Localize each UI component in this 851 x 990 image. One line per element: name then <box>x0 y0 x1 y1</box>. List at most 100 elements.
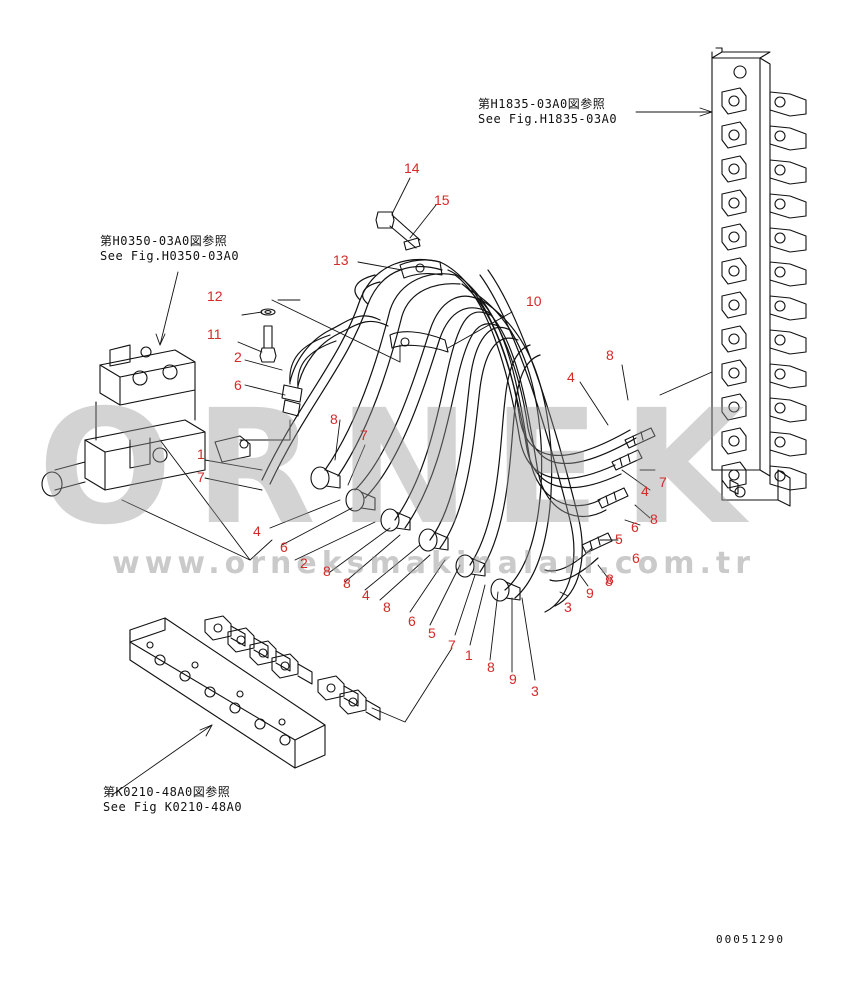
part-number-3: 3 <box>531 683 539 699</box>
watermark-url: www.orneksmakinalari.com.tr <box>112 546 756 581</box>
part-number-2: 2 <box>300 555 308 571</box>
part-number-6: 6 <box>280 539 288 555</box>
left-valve-block <box>41 344 251 497</box>
part-number-6: 6 <box>234 377 242 393</box>
part-number-3: 3 <box>564 599 572 615</box>
valve-connector <box>769 227 807 253</box>
part-number-10: 10 <box>526 293 542 309</box>
part-number-6: 6 <box>631 519 639 535</box>
valve-port-fitting <box>721 121 747 149</box>
part-number-12: 12 <box>207 288 223 304</box>
part-number-7: 7 <box>197 469 205 485</box>
part-number-13: 13 <box>333 252 349 268</box>
part-number-11: 11 <box>207 326 222 342</box>
part-number-4: 4 <box>362 587 370 603</box>
ref-left-en: See Fig.H0350-03A0 <box>100 249 240 263</box>
part-number-8: 8 <box>650 511 658 527</box>
valve-port-fitting <box>721 427 747 455</box>
valve-connector <box>769 91 807 117</box>
manifold-fitting <box>249 640 291 672</box>
part-number-6: 6 <box>408 613 416 629</box>
ref-left-jp: 第H0350-03A0図参照 <box>100 234 228 248</box>
valve-port-fitting <box>721 461 747 489</box>
ref-right-en: See Fig.H1835-03A0 <box>478 112 618 126</box>
bottom-manifold <box>129 617 326 769</box>
ref-caption-bottom: 第K0210-48A0図参照 See Fig K0210-48A0 <box>103 785 242 815</box>
part-number-8: 8 <box>606 571 614 587</box>
valve-connector <box>769 431 807 457</box>
valve-port-fitting <box>721 257 747 285</box>
hoses <box>261 259 637 613</box>
valve-port-fitting <box>721 359 747 387</box>
part-number-9: 9 <box>586 585 594 601</box>
ref-bottom-en: See Fig K0210-48A0 <box>103 800 243 814</box>
part-number-8: 8 <box>487 659 495 675</box>
part-number-8: 8 <box>383 599 391 615</box>
part-number-15: 15 <box>434 192 450 208</box>
part-number-4: 4 <box>641 483 649 499</box>
hose-end-fitting <box>581 532 613 554</box>
part-number-8: 8 <box>330 411 338 427</box>
ref-right-jp: 第H1835-03A0図参照 <box>478 97 606 111</box>
part-number-7: 7 <box>448 637 456 653</box>
valve-connector <box>769 397 807 423</box>
part-number-8: 8 <box>606 347 614 363</box>
part-number-6: 6 <box>632 550 640 566</box>
bolts <box>259 211 421 363</box>
hose-end-fittings <box>310 427 656 602</box>
part-number-1: 1 <box>465 647 473 663</box>
right-valve-manifold <box>711 47 791 507</box>
part-number-5: 5 <box>428 625 436 641</box>
part-number-5: 5 <box>615 531 623 547</box>
part-number-4: 4 <box>253 523 261 539</box>
valve-connector <box>769 261 807 287</box>
part-number-8: 8 <box>323 563 331 579</box>
valve-port-fitting <box>721 325 747 353</box>
part-number-8: 8 <box>605 573 613 589</box>
short-hose <box>281 334 337 417</box>
hose-end-fitting <box>418 528 449 552</box>
part-number-9: 9 <box>509 671 517 687</box>
valve-port-fitting <box>721 87 747 115</box>
hose-end-fitting <box>490 578 521 602</box>
hose-end-fitting <box>611 449 643 471</box>
part-number-7: 7 <box>659 474 667 490</box>
hose-end-fitting <box>455 554 486 578</box>
valve-port-fitting <box>721 189 747 217</box>
part-number-1: 1 <box>197 446 205 462</box>
leader-lines <box>111 107 713 796</box>
ref-caption-right: 第H1835-03A0図参照 See Fig.H1835-03A0 <box>478 97 617 127</box>
manifold-fitting <box>204 615 246 647</box>
hose-end-fitting <box>310 466 341 490</box>
manifold-fitting <box>339 689 381 721</box>
valve-connector <box>769 363 807 389</box>
hose-end-fitting <box>624 427 656 449</box>
ref-bottom-jp: 第K0210-48A0図参照 <box>103 785 231 799</box>
manifold-fitting <box>317 675 359 707</box>
watermark-brand: ORNEK <box>38 376 767 560</box>
part-number-8: 8 <box>343 575 351 591</box>
part-number-2: 2 <box>234 349 242 365</box>
manifold-fitting <box>271 653 313 685</box>
valve-connector <box>769 295 807 321</box>
valve-connector <box>769 193 807 219</box>
part-number-7: 7 <box>360 427 368 443</box>
valve-port-fitting <box>721 223 747 251</box>
valve-connector <box>769 125 807 151</box>
valve-port-fitting <box>721 291 747 319</box>
part-number-14: 14 <box>404 160 420 176</box>
manifold-fitting <box>227 627 269 659</box>
hose-end-fitting <box>380 508 411 532</box>
part-number-4: 4 <box>567 369 575 385</box>
hose-end-fitting <box>597 487 629 509</box>
valve-port-fitting <box>721 155 747 183</box>
hose-end-fitting <box>345 488 376 512</box>
valve-connector <box>769 465 807 491</box>
ref-caption-left: 第H0350-03A0図参照 See Fig.H0350-03A0 <box>100 234 239 264</box>
valve-connector <box>769 159 807 185</box>
drawing-code: 00051290 <box>716 933 785 946</box>
valve-connector <box>769 329 807 355</box>
valve-port-fitting <box>721 393 747 421</box>
